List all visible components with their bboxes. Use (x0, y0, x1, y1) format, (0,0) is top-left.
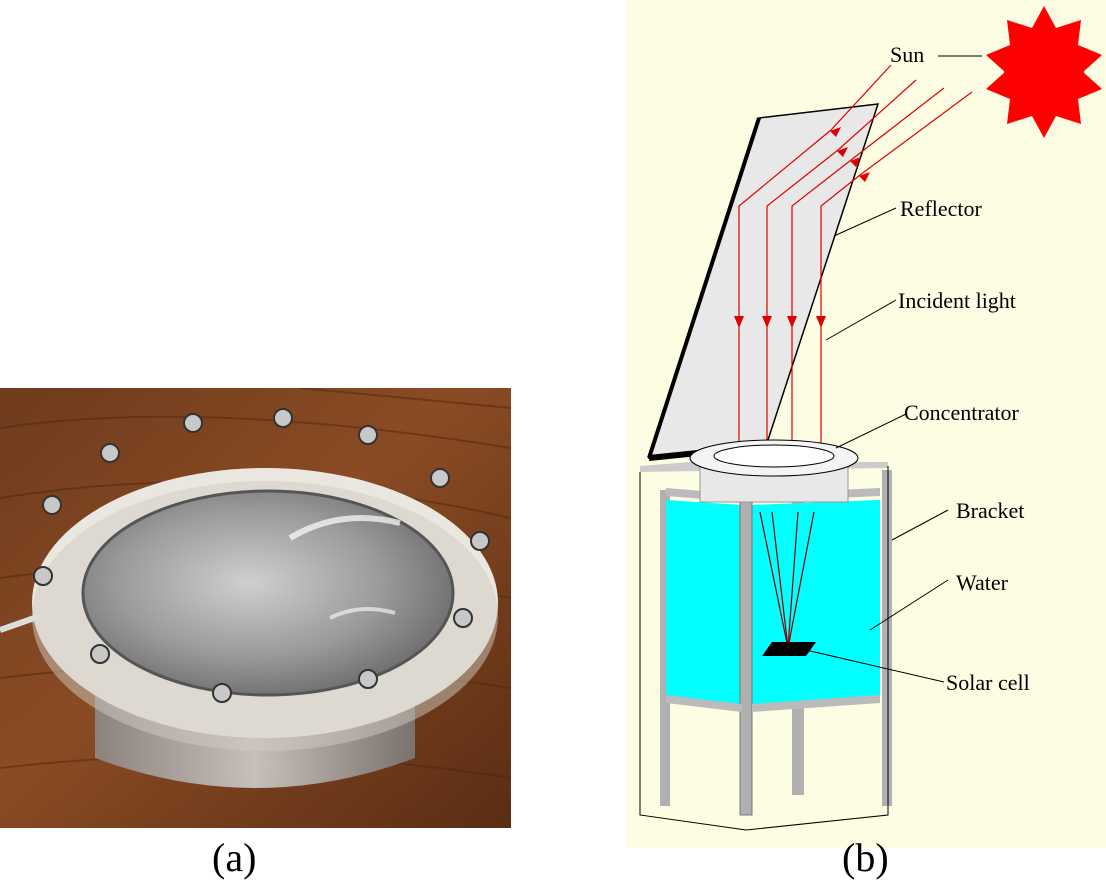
bracket-frame (639, 462, 892, 831)
incident-light-label: Incident light (898, 288, 1016, 313)
concentrator-photo (0, 388, 511, 828)
bracket-label: Bracket (956, 498, 1024, 523)
ray-arrowheads (830, 127, 870, 182)
panel-b-caption: (b) (842, 835, 889, 880)
down-arrowheads (734, 316, 826, 328)
reflector-label: Reflector (900, 196, 983, 221)
focused-rays (759, 511, 815, 649)
reflected-rays (738, 129, 861, 458)
concentrator-lens (689, 439, 859, 503)
leader-lines (805, 55, 982, 683)
sun-label: Sun (890, 42, 924, 67)
panel-a-caption: (a) (212, 835, 257, 880)
solar-cell (762, 642, 816, 656)
system-schematic: Sun Reflector Incident light Concentrato… (626, 0, 1106, 848)
water-volume (666, 500, 742, 710)
concentrator-label: Concentrator (904, 400, 1020, 425)
flange-bolts (33, 408, 490, 703)
incoming-rays (830, 64, 973, 176)
solar-cell-label: Solar cell (946, 670, 1030, 695)
sun-icon (986, 6, 1102, 138)
lens-surface (83, 491, 453, 695)
water-label: Water (956, 570, 1009, 595)
